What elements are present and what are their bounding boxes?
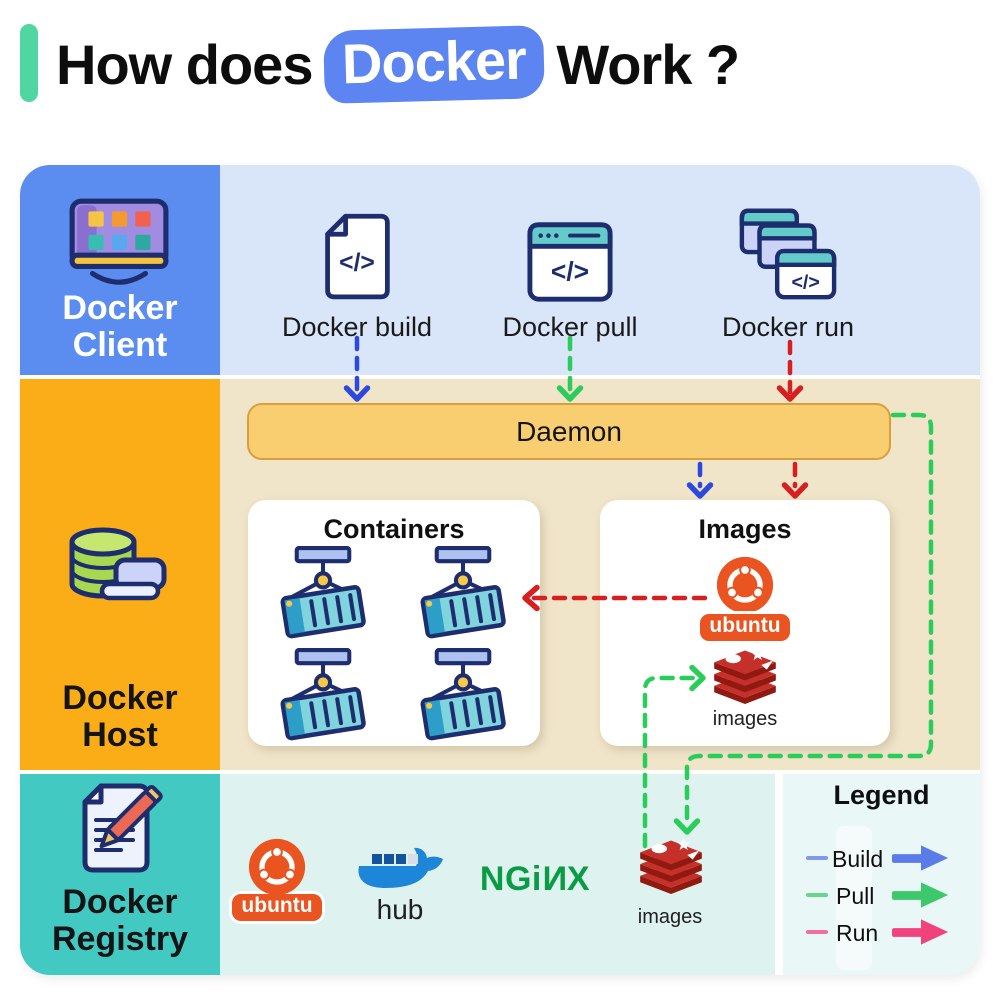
legend-run-dash [806, 930, 828, 934]
title-suffix: Work ? [556, 32, 740, 96]
monitor-icon [69, 198, 169, 285]
images-box: Images ubuntu images [600, 500, 890, 746]
images-caption: images [712, 708, 778, 730]
svg-text:</>: </> [339, 249, 375, 276]
redis-logo-icon [714, 647, 776, 704]
legend-build-dash [806, 856, 828, 860]
page-title: How does Docker Work ? [56, 22, 740, 106]
dockerfile-icon: </> [325, 213, 390, 300]
legend-strip [836, 826, 872, 970]
legend-build-label: Build [832, 846, 884, 872]
svg-text:</>: </> [791, 271, 819, 293]
legend-title: Legend [833, 780, 930, 810]
images-title: Images [698, 514, 792, 544]
title-accent-bar [20, 24, 38, 102]
containers-title: Containers [323, 514, 465, 544]
container-icon [280, 648, 366, 741]
ubuntu-logo-icon [716, 556, 774, 614]
containers-box: Containers [248, 500, 540, 746]
docker-pull-label: Docker pull [502, 312, 638, 342]
ubuntu-logo-icon [248, 838, 306, 896]
svg-text:</>: </> [551, 257, 589, 287]
stacked-windows-icon: </> [739, 208, 837, 300]
browser-window-icon: </> [527, 222, 613, 302]
legend-pull-arrow [892, 882, 949, 908]
ubuntu-wordmark: ubuntu [600, 614, 890, 641]
registry-label: Docker Registry [51, 883, 189, 958]
hub-caption: hub [376, 894, 424, 925]
ubuntu-wordmark: ubuntu [207, 894, 347, 921]
registry-document-icon [82, 783, 163, 873]
docker-whale-icon [358, 847, 443, 888]
legend-build-arrow [892, 845, 949, 871]
title-prefix: How does [56, 32, 313, 96]
nginx-wordmark: NGiNX [479, 860, 591, 898]
container-icon [280, 546, 366, 639]
legend-pull-dash [806, 893, 828, 897]
client-label: Docker Client [62, 289, 178, 364]
host-label: Docker Host [62, 679, 178, 754]
daemon-bar: Daemon [247, 403, 891, 460]
registry-images-caption: images [637, 906, 703, 928]
docker-run-label: Docker run [721, 312, 855, 342]
database-icon [69, 527, 167, 601]
redis-logo-icon [640, 837, 702, 894]
docker-build-label: Docker build [281, 312, 433, 342]
legend-run-arrow [892, 919, 949, 945]
container-icon [420, 546, 506, 639]
title-highlight: Docker [323, 24, 546, 104]
legend-pull-label: Pull [836, 883, 875, 909]
container-icon [420, 648, 506, 741]
legend-run-label: Run [836, 920, 879, 946]
